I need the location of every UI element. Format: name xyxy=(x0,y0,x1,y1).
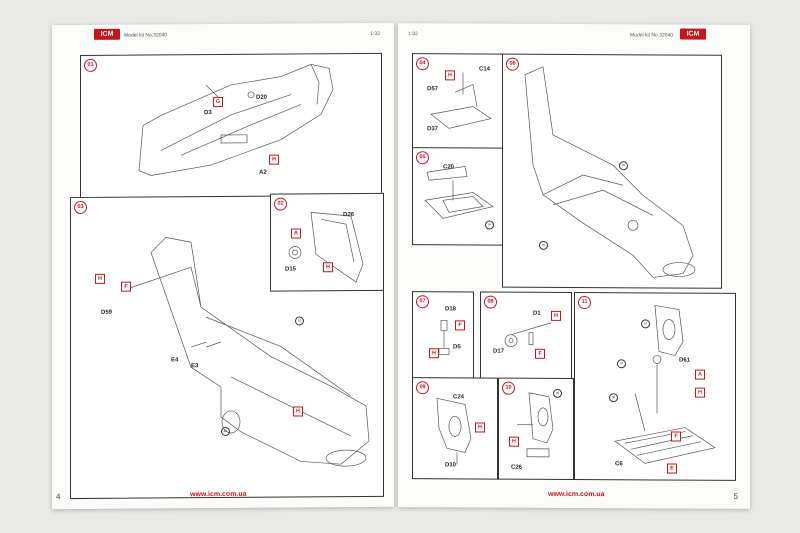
part-label: D18 xyxy=(445,306,457,313)
reference-step-circle: 03 xyxy=(619,161,628,171)
trim-wheel-drawing xyxy=(504,322,552,348)
cockpit-seat-assembly-drawing xyxy=(614,305,716,464)
part-label: C14 xyxy=(479,66,491,73)
paint-code-badge: H xyxy=(445,70,455,81)
reference-step-circle: 01 xyxy=(295,316,304,326)
website-url: www.icm.com.ua xyxy=(548,490,605,499)
paint-code-badge: F xyxy=(455,320,465,331)
part-label: D59 xyxy=(101,309,113,316)
part-label: C6 xyxy=(615,461,623,468)
step-01-panel: 01 D20 D3 A2 G H xyxy=(80,52,382,217)
part-label: D15 xyxy=(285,266,297,273)
step-05-panel: 05 C20 04 xyxy=(412,147,504,246)
scale-label: 1:32 xyxy=(408,31,418,38)
model-kit-number: Model kit No.32040 xyxy=(124,32,168,39)
page-number: 4 xyxy=(56,492,61,502)
step-06-panel: 06 03 05 xyxy=(502,53,722,289)
part-label: D26 xyxy=(343,212,355,219)
icm-logo: ICM xyxy=(94,28,120,40)
paint-code-badge: H xyxy=(429,348,439,359)
model-kit-number: Model kit No.32040 xyxy=(630,32,674,39)
part-label: D37 xyxy=(427,126,439,133)
paint-code-badge: H xyxy=(323,262,333,273)
paint-code-badge: H xyxy=(95,273,105,284)
paint-code-badge: F xyxy=(671,431,681,442)
paint-code-badge: F xyxy=(121,281,131,292)
reference-step-circle: 02 xyxy=(221,426,230,437)
fuselage-half-drawing xyxy=(138,64,334,176)
cockpit-floor-drawing xyxy=(424,166,494,219)
paint-code-badge: H xyxy=(475,422,485,433)
step-04-panel: 04 C14 D57 D37 H xyxy=(412,53,504,150)
part-label: D5 xyxy=(453,344,461,351)
seat-back-drawing xyxy=(436,397,472,465)
floor-panel-drawing xyxy=(430,72,492,129)
part-label: C20 xyxy=(443,164,455,171)
part-label: D3 xyxy=(204,110,212,117)
part-label: D61 xyxy=(679,357,691,364)
paint-code-badge: E xyxy=(667,463,677,474)
left-page: ICM Model kit No.32040 1:32 01 D20 D3 A2… xyxy=(52,22,394,510)
part-label: D57 xyxy=(427,86,439,93)
paint-code-badge: F xyxy=(535,348,545,359)
part-label: D20 xyxy=(256,94,268,101)
icm-logo: ICM xyxy=(680,28,706,40)
part-label: C24 xyxy=(453,394,465,401)
reference-step-circle: 10 xyxy=(641,319,650,329)
bulkhead-drawing xyxy=(288,211,364,283)
part-label: A2 xyxy=(259,169,267,176)
paint-code-badge: G xyxy=(213,97,223,108)
control-stick-drawing xyxy=(438,319,450,355)
part-label: E3 xyxy=(191,363,199,370)
paint-code-badge: H xyxy=(293,406,303,417)
seat-assembly-drawing xyxy=(517,392,554,458)
part-label: D10 xyxy=(445,462,457,469)
part-label: C26 xyxy=(511,464,523,471)
paint-code-badge: H xyxy=(269,154,279,165)
reference-step-circle: 08 xyxy=(609,393,618,403)
part-label: D17 xyxy=(493,348,505,355)
paint-code-badge: A xyxy=(695,369,705,380)
scale-label: 1:32 xyxy=(370,30,380,37)
reference-step-circle: 09 xyxy=(553,388,562,398)
paint-code-badge: H xyxy=(509,436,519,447)
reference-step-circle: 07 xyxy=(617,359,626,369)
step-08-panel: 08 D1 D17 H F xyxy=(480,291,572,380)
step-02-panel: 02 D26 D15 A H xyxy=(270,192,384,292)
step-11-panel: 11 D61 C6 A H F E 10 07 08 xyxy=(574,292,736,481)
fuselage-cockpit-drawing xyxy=(524,66,696,278)
part-label: E4 xyxy=(171,357,179,364)
website-url: www.icm.com.ua xyxy=(190,490,247,499)
reference-step-circle: 05 xyxy=(539,240,548,250)
step-10-panel: 10 C26 H 09 xyxy=(498,377,574,480)
paint-code-badge: H xyxy=(551,310,561,321)
paint-code-badge: A xyxy=(291,228,301,239)
step-03-panel: 03 D59 E4 E3 H F H 01 02 xyxy=(70,194,384,500)
paint-code-badge: H xyxy=(695,387,705,398)
step-07-panel: 07 D18 D5 F H xyxy=(412,291,474,380)
step-09-panel: 09 C24 D10 H xyxy=(412,377,498,480)
right-page: 1:32 Model kit No.32040 ICM 04 C14 D57 D… xyxy=(398,23,750,509)
reference-step-circle: 04 xyxy=(485,220,494,230)
page-number: 5 xyxy=(733,491,738,501)
part-label: D1 xyxy=(533,310,541,317)
